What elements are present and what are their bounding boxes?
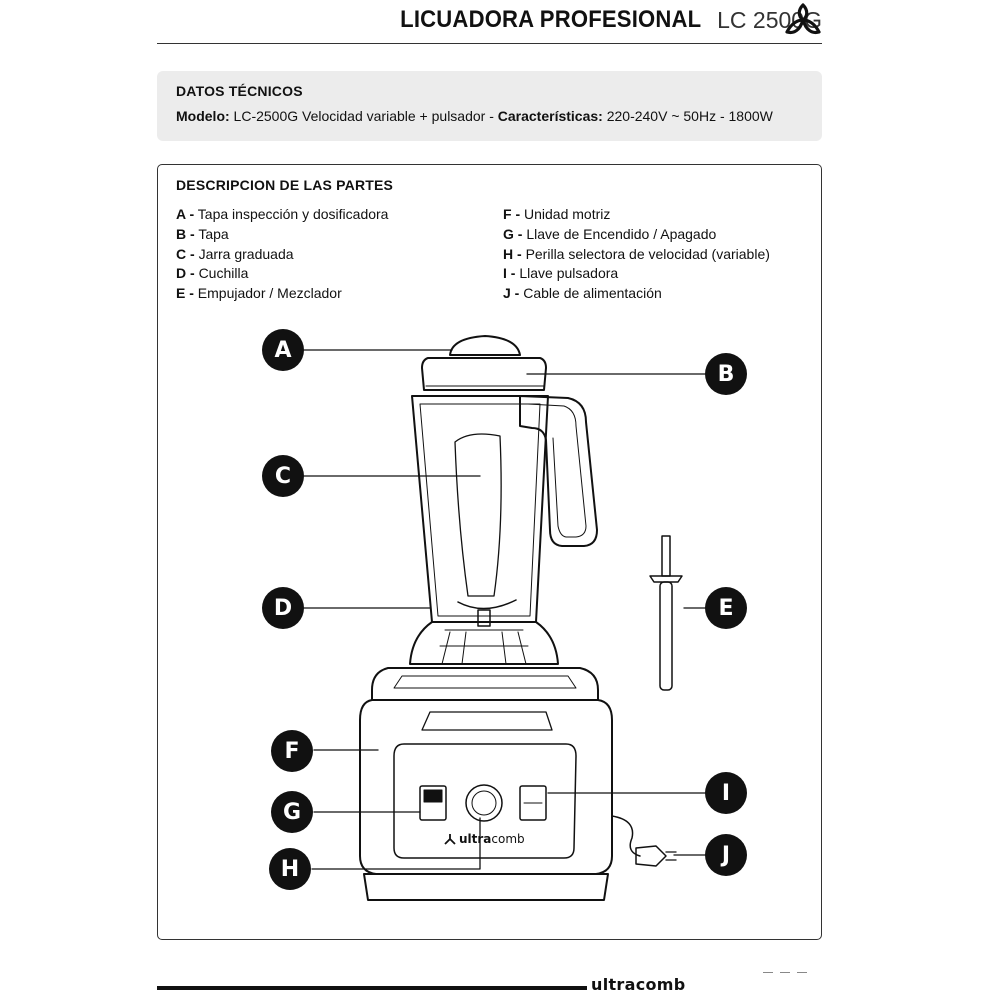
callout-d: D — [262, 587, 304, 629]
callout-c: C — [262, 455, 304, 497]
footer-brand: ultracomb — [591, 975, 686, 994]
callout-e: E — [705, 587, 747, 629]
part-item-c: C - Jarra graduada — [176, 245, 294, 262]
page-header: LICUADORA PROFESIONAL LC 2500G — [374, 4, 822, 36]
blender-illustration — [303, 335, 707, 901]
header-divider — [157, 43, 822, 44]
parts-list-right: F - Unidad motriz G - Llave de Encendido… — [503, 205, 770, 304]
callout-a: A — [262, 329, 304, 371]
callout-g: G — [271, 791, 313, 833]
parts-description-box: DESCRIPCION DE LAS PARTES A - Tapa inspe… — [157, 164, 822, 940]
technical-data-box: DATOS TÉCNICOS Modelo: LC-2500G Velocida… — [157, 71, 822, 141]
callout-j: J — [705, 834, 747, 876]
product-title: LICUADORA PROFESIONAL — [400, 6, 702, 33]
callout-f: F — [271, 730, 313, 772]
model-value: LC-2500G Velocidad variable + pulsador - — [233, 108, 494, 124]
callout-b: B — [705, 353, 747, 395]
panel-brand-suffix: comb — [491, 832, 525, 846]
technical-data-line: Modelo: LC-2500G Velocidad variable + pu… — [176, 108, 773, 124]
callout-h: H — [269, 848, 311, 890]
footer-bar — [157, 986, 587, 990]
part-item-i: I - Llave pulsadora — [503, 265, 619, 282]
callout-i: I — [705, 772, 747, 814]
part-item-h: H - Perilla selectora de velocidad (vari… — [503, 245, 770, 262]
part-item-a: A - Tapa inspección y dosificadora — [176, 206, 389, 222]
parts-title: DESCRIPCION DE LAS PARTES — [176, 177, 394, 193]
footer-dashes — [763, 972, 807, 973]
part-item-e: E - Empujador / Mezclador — [176, 285, 342, 302]
part-item-j: J - Cable de alimentación — [503, 285, 662, 302]
technical-data-title: DATOS TÉCNICOS — [176, 83, 303, 99]
part-item-b: B - Tapa — [176, 225, 229, 242]
part-item-f: F - Unidad motriz — [503, 206, 611, 222]
features-label: Características: — [497, 108, 603, 124]
part-item-g: G - Llave de Encendido / Apagado — [503, 225, 717, 242]
three-blade-logo-icon — [444, 834, 456, 845]
model-label: Modelo: — [176, 108, 230, 124]
panel-brand-prefix: ultra — [459, 832, 492, 846]
parts-list-left: A - Tapa inspección y dosificadora B - T… — [176, 205, 388, 304]
three-blade-logo-icon — [785, 3, 821, 35]
part-item-d: D - Cuchilla — [176, 265, 249, 282]
features-value: 220-240V ~ 50Hz - 1800W — [606, 108, 773, 124]
